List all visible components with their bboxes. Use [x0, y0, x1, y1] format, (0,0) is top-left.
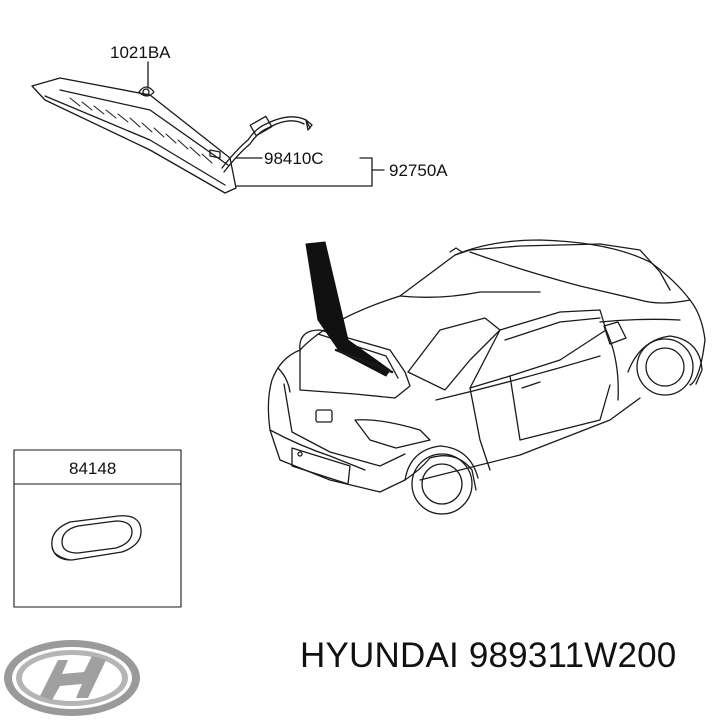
wiring-98410c [221, 115, 313, 173]
hyundai-logo-icon [4, 640, 140, 716]
part-leader-lines [235, 157, 385, 187]
part-label-1021ba: 1021BA [110, 43, 171, 62]
fastener-1021ba [138, 61, 155, 97]
part-caption: HYUNDAI 989311W200 [300, 636, 677, 675]
part-label-92750a: 92750A [389, 161, 448, 180]
car-body [267, 239, 706, 515]
location-pointer [305, 241, 394, 377]
stop-lamp-assembly [31, 77, 237, 194]
part-label-98410c: 98410C [264, 149, 324, 168]
grommet-detail-box [13, 449, 182, 608]
part-label-84148: 84148 [69, 459, 117, 478]
